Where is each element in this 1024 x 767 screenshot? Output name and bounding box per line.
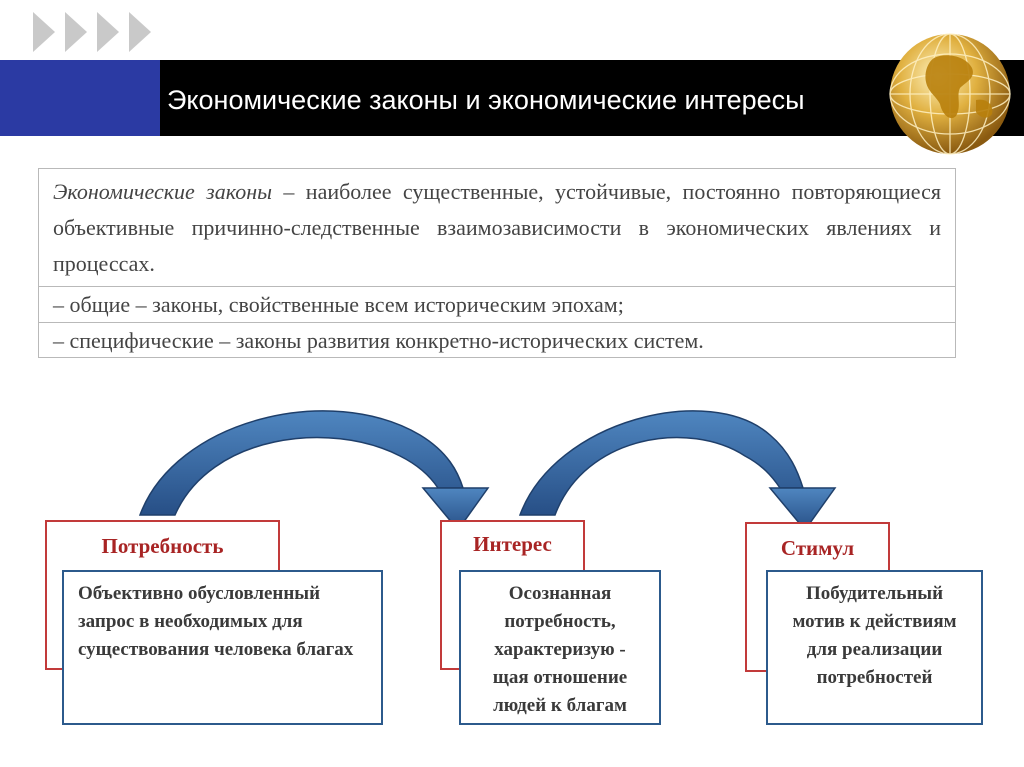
general-laws-row: – общие – законы, свойственные всем исто… <box>39 286 955 322</box>
node-need-title: Потребность <box>101 534 224 558</box>
node-stimulus-title: Стимул <box>780 536 855 560</box>
definition-term: Экономические законы <box>53 179 273 204</box>
node-interest-title: Интерес <box>473 532 552 556</box>
specific-laws-row: – специфические – законы развития конкре… <box>39 322 955 358</box>
node-interest-body: Осознанная потребность, характеризую - щ… <box>459 570 661 725</box>
definition-row: Экономические законы – наиболее существе… <box>39 174 955 284</box>
arrow-interest-to-stimulus <box>518 410 837 532</box>
definition-table: Экономические законы – наиболее существе… <box>38 168 956 358</box>
diagram: Потребность Объективно обусловленный зап… <box>0 380 1024 767</box>
arrows-layer <box>138 410 837 532</box>
definition-text: – наиболее существенные, устойчивые, пос… <box>53 179 941 276</box>
node-need-body: Объективно обусловленный запрос в необхо… <box>62 570 383 725</box>
arrow-need-to-interest <box>138 410 490 532</box>
globe-icon <box>889 33 1011 155</box>
node-need-text: Объективно обусловленный запрос в необхо… <box>78 583 354 660</box>
chevrons-icon <box>33 12 151 52</box>
header-accent <box>0 60 160 136</box>
node-stimulus-text: Побудительный мотив к действиям для реал… <box>792 583 957 688</box>
page-title: Экономические законы и экономические инт… <box>167 85 805 115</box>
node-stimulus-body: Побудительный мотив к действиям для реал… <box>766 570 983 725</box>
header-bar <box>0 60 1024 136</box>
node-interest-text: Осознанная потребность, характеризую - щ… <box>492 583 628 716</box>
